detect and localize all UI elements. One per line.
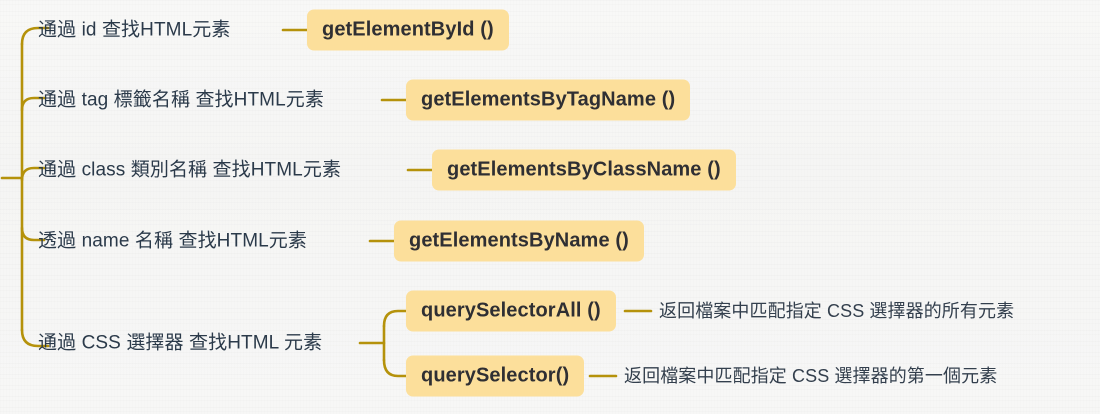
branch-label-by-tag: 通過 tag 標籤名稱 查找HTML元素 — [38, 89, 324, 111]
method-badge-query-selector[interactable]: querySelector() — [406, 355, 585, 397]
description-query-selector-all: 返回檔案中匹配指定 CSS 選擇器的所有元素 — [659, 301, 1015, 321]
css-sub-line-query-selector-all — [382, 309, 408, 328]
method-badge-query-selector-all[interactable]: querySelectorAll () — [406, 290, 616, 332]
method-badge-get-element-by-id[interactable]: getElementById () — [307, 9, 509, 51]
branch-label-by-css-selector: 通過 CSS 選擇器 查找HTML 元素 — [38, 332, 323, 354]
method-badge-get-elements-by-class-name[interactable]: getElementsByClassName () — [432, 149, 736, 191]
branch-label-by-name: 透過 name 名稱 查找HTML元素 — [38, 230, 307, 252]
branch-label-by-class: 通過 class 類別名稱 查找HTML元素 — [38, 159, 342, 181]
branch-label-by-id: 通過 id 查找HTML元素 — [38, 19, 231, 41]
css-sub-line-query-selector — [382, 358, 408, 378]
method-badge-get-elements-by-name[interactable]: getElementsByName () — [394, 220, 644, 262]
description-query-selector: 返回檔案中匹配指定 CSS 選擇器的第一個元素 — [624, 366, 998, 386]
method-badge-get-elements-by-tag-name[interactable]: getElementsByTagName () — [406, 79, 691, 121]
